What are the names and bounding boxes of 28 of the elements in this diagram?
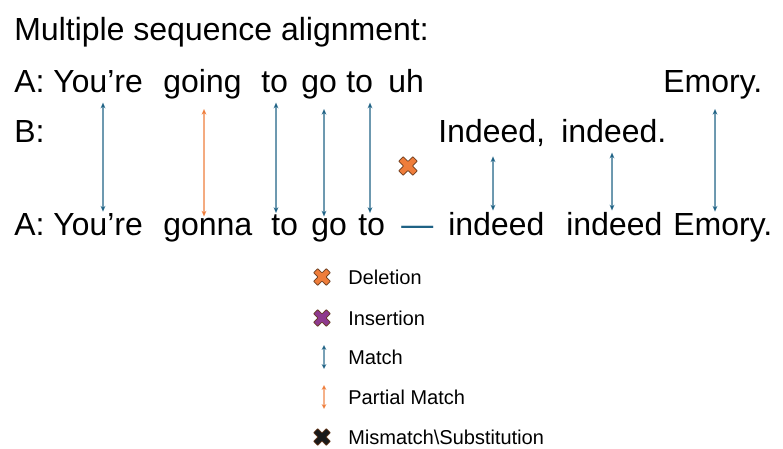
- word: Emory.: [666, 70, 760, 99]
- word: gonna: [164, 218, 252, 242]
- row-label: B:: [16, 120, 42, 142]
- legend-text: Partial Match: [350, 390, 464, 404]
- word: indeed.: [563, 118, 664, 142]
- word: go: [312, 218, 346, 242]
- legend-text: Mismatch\Substitution: [350, 430, 543, 444]
- word: indeed: [568, 212, 660, 236]
- word: You’re: [54, 213, 142, 236]
- legend-text: Insertion: [350, 310, 424, 326]
- row-label: A:: [14, 70, 42, 92]
- word: going: [164, 68, 240, 99]
- row-label: A:: [14, 213, 42, 235]
- legend-text: Match: [350, 350, 402, 364]
- word: Emory.: [676, 213, 770, 242]
- cross-icon: [398, 156, 418, 176]
- word: to: [346, 71, 372, 92]
- word: Indeed,: [441, 118, 542, 146]
- word: You’re: [54, 70, 142, 92]
- legend-text: Deletion: [350, 270, 420, 284]
- gap-dash: —: [401, 226, 434, 228]
- word: go: [302, 74, 336, 99]
- word: to: [272, 214, 297, 236]
- word: to: [358, 214, 384, 236]
- title: Multiple sequence alignment:: [16, 16, 426, 47]
- word: uh: [390, 68, 422, 92]
- word: indeed: [450, 212, 542, 236]
- word: to: [262, 71, 287, 92]
